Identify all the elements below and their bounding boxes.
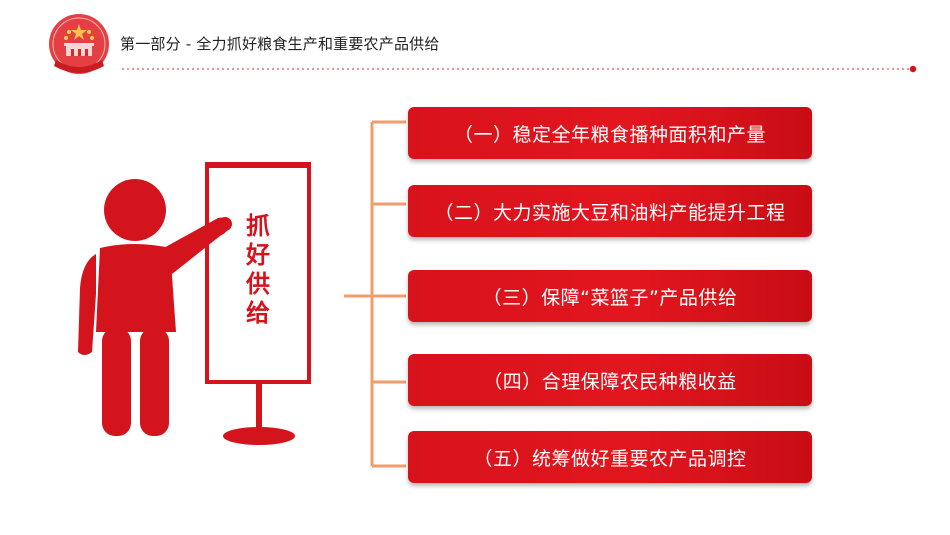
banner-char: 抓 — [246, 212, 270, 240]
banner-char: 供 — [246, 270, 270, 298]
national-emblem-icon — [49, 14, 109, 74]
list-item: （三）保障“菜篮子”产品供给 — [408, 270, 812, 322]
list-item: （五）统筹做好重要农产品调控 — [408, 431, 812, 483]
banner-char: 给 — [246, 299, 270, 327]
person-with-banner-illustration — [78, 162, 311, 445]
banner-char: 好 — [246, 241, 270, 269]
list-item: （四）合理保障农民种粮收益 — [408, 354, 812, 406]
bracket-connector — [344, 120, 406, 468]
header-divider — [122, 65, 917, 73]
page-title: 第一部分 - 全力抓好粮食生产和重要农产品供给 — [120, 35, 440, 53]
banner-text: 抓 好 供 给 — [218, 212, 298, 328]
list-item: （二）大力实施大豆和油料产能提升工程 — [408, 185, 812, 237]
list-item: （一）稳定全年粮食播种面积和产量 — [408, 107, 812, 159]
